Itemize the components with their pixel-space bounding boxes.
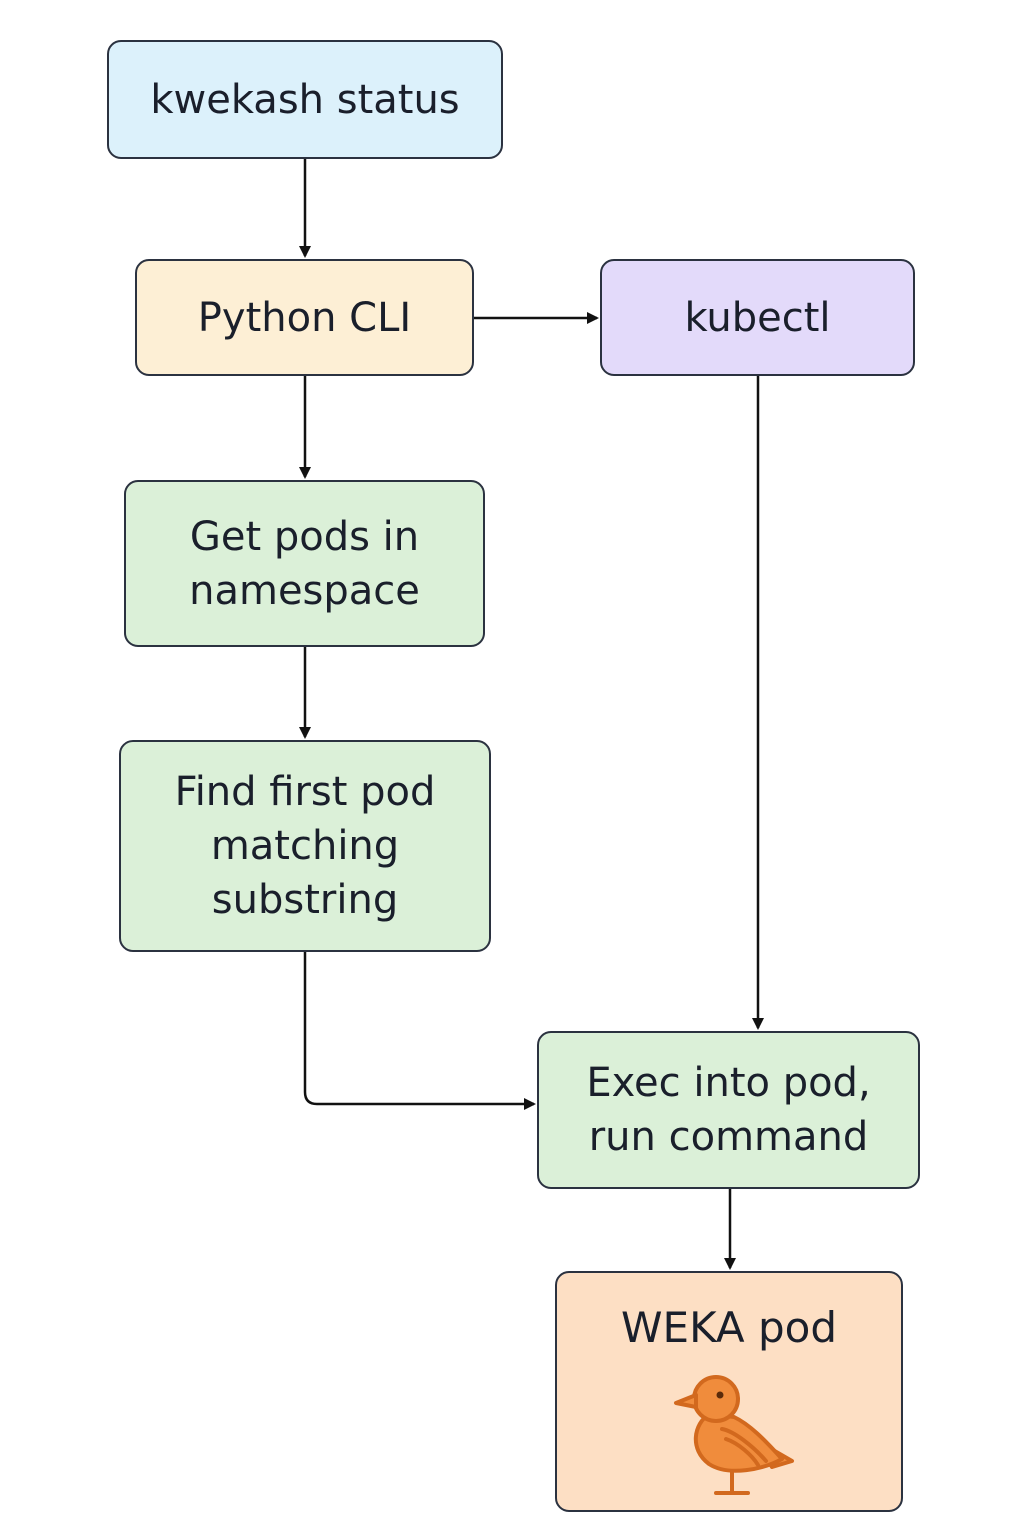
node-label: Exec into pod, run command <box>586 1060 871 1160</box>
node-label: WEKA pod <box>621 1303 837 1352</box>
node-label: kubectl <box>684 294 831 341</box>
node-python-cli: Python CLI <box>135 259 474 376</box>
node-label: Python CLI <box>197 294 412 341</box>
arrow-find-to-exec <box>303 952 536 1110</box>
node-kubectl: kubectl <box>600 259 915 376</box>
node-label: Find first pod matching substring <box>174 769 436 923</box>
bird-icon <box>674 1375 794 1495</box>
node-find-pod: Find first pod matching substring <box>119 740 491 952</box>
node-kwekash-status: kwekash status <box>107 40 503 159</box>
node-get-pods: Get pods in namespace <box>124 480 485 647</box>
node-label: kwekash status <box>150 76 460 123</box>
node-weka-pod: WEKA pod <box>555 1271 903 1512</box>
node-label: Get pods in namespace <box>189 513 420 614</box>
node-exec-pod: Exec into pod, run command <box>537 1031 920 1189</box>
